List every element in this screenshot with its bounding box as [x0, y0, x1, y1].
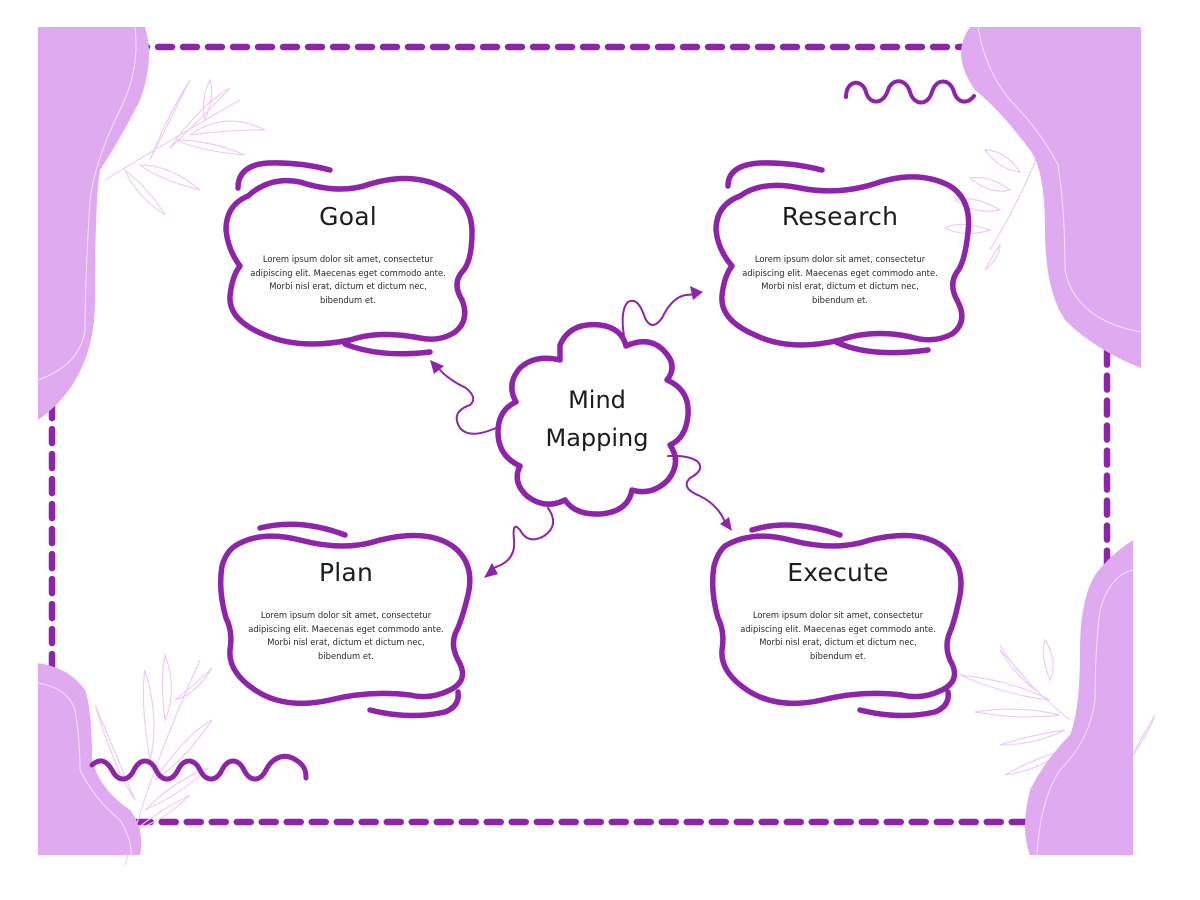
wavy-line-decoration: [89, 753, 309, 782]
leaf-icon: [943, 149, 1041, 271]
corner-blob-bottom-right: [1025, 540, 1133, 855]
node-execute: Execute Lorem ipsum dolor sit amet, cons…: [728, 558, 948, 663]
connector-center-to-goal: [436, 365, 499, 435]
node-title: Research: [781, 202, 899, 231]
node-research-outline: [713, 160, 972, 356]
node-title: Goal: [319, 202, 377, 231]
node-goal-outline: [223, 160, 475, 357]
node-title: Execute: [787, 558, 889, 587]
node-body: Lorem ipsum dolor sit amet, consectetur …: [742, 254, 938, 305]
arrowhead-icon: [430, 286, 732, 578]
node-body: Lorem ipsum dolor sit amet, consectetur …: [248, 610, 444, 661]
node-body: Lorem ipsum dolor sit amet, consectetur …: [250, 254, 446, 305]
center-node: Mind Mapping: [522, 381, 672, 457]
connector-center-to-research: [621, 293, 699, 337]
connector-center-to-execute: [667, 454, 726, 523]
node-execute-outline: [709, 522, 964, 719]
center-title-line1: Mind: [568, 386, 626, 414]
corner-blob-bottom-left: [38, 663, 142, 855]
leaf-icon: [959, 638, 1156, 776]
wavy-line-decoration: [844, 79, 976, 105]
node-plan: Plan Lorem ipsum dolor sit amet, consect…: [236, 558, 456, 663]
corner-blob-top-right: [961, 27, 1141, 368]
leaf-icon: [104, 78, 266, 216]
node-plan-outline: [217, 521, 473, 719]
connector-center-to-plan: [489, 507, 555, 571]
node-body: Lorem ipsum dolor sit amet, consectetur …: [740, 610, 936, 661]
node-title: Plan: [319, 558, 373, 587]
corner-blob-top-left: [38, 27, 149, 420]
center-cloud-outline: [495, 321, 691, 517]
center-title-line2: Mapping: [545, 424, 649, 452]
dashed-frame: [48, 43, 1111, 826]
node-research: Research Lorem ipsum dolor sit amet, con…: [730, 202, 950, 307]
node-goal: Goal Lorem ipsum dolor sit amet, consect…: [238, 202, 458, 307]
